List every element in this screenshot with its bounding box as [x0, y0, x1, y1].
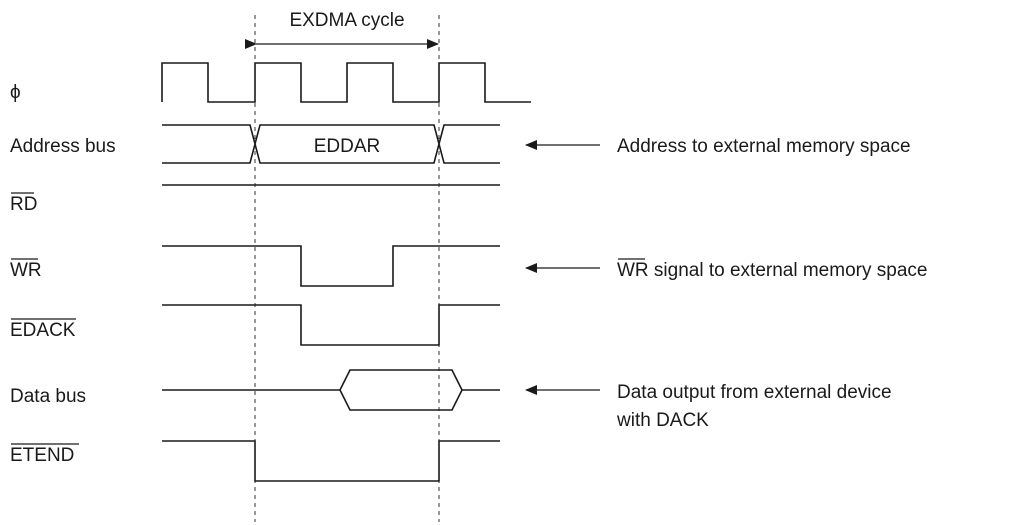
wr-annotation: WR signal to external memory space [617, 260, 927, 281]
signal-label-rd: RD [10, 194, 37, 215]
signal-label-edack: EDACK [10, 320, 76, 341]
address-bus-value: EDDAR [314, 136, 381, 157]
edack-waveform [162, 304, 500, 346]
address-bus-waveform [162, 124, 500, 164]
signal-label-data-bus: Data bus [10, 386, 86, 407]
signal-label-address-bus: Address bus [10, 136, 116, 157]
signal-label-wr: WR [10, 260, 42, 281]
wr-waveform [162, 245, 500, 287]
address-annotation: Address to external memory space [617, 136, 911, 157]
etend-waveform [162, 440, 500, 482]
data-annotation-line2: with DACK [616, 410, 709, 431]
phi-waveform [161, 62, 531, 103]
wr-annotation-rest: signal to external memory space [649, 260, 928, 281]
cycle-label: EXDMA cycle [289, 10, 404, 31]
signal-label-etend: ETEND [10, 445, 74, 466]
signal-label-phi: ϕ [10, 82, 21, 103]
data-bus-waveform [162, 369, 500, 411]
data-annotation-line1: Data output from external device [617, 382, 892, 403]
wr-annotation-signal: WR [617, 260, 649, 281]
